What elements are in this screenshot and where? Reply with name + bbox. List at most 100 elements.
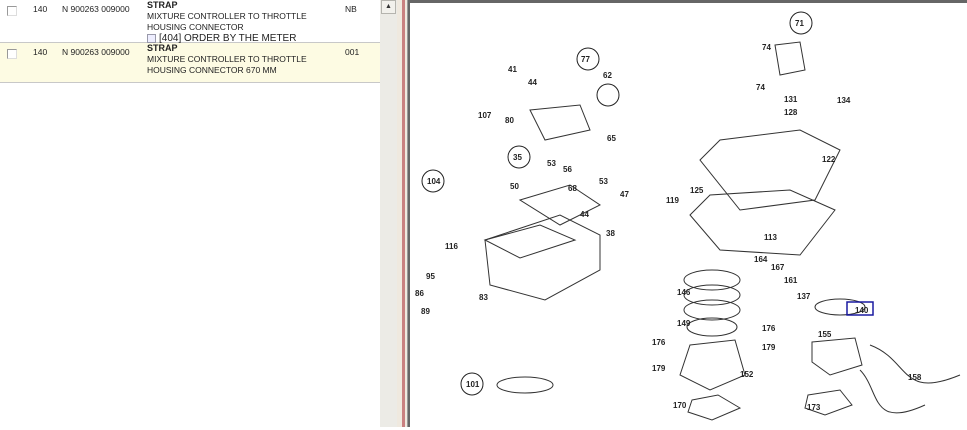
footnote-text: [404] ORDER BY THE METER xyxy=(159,33,297,44)
callout-101[interactable]: 101 xyxy=(466,380,480,389)
desc-line: MIXTURE CONTROLLER TO THROTTLE xyxy=(147,54,307,64)
callout-167[interactable]: 167 xyxy=(771,263,785,272)
callout-170[interactable]: 170 xyxy=(673,401,687,410)
callout-circle xyxy=(421,169,445,193)
desc-line: HOUSING CONNECTOR xyxy=(147,22,244,32)
description: STRAP MIXTURE CONTROLLER TO THROTTLE HOU… xyxy=(147,0,307,44)
part-name: STRAP xyxy=(147,43,178,53)
table-row[interactable]: 140 N 900263 009000 STRAP MIXTURE CONTRO… xyxy=(0,0,380,44)
throttle-155 xyxy=(811,337,863,376)
callout-104[interactable]: 104 xyxy=(427,177,441,186)
callout-47[interactable]: 47 xyxy=(620,190,629,199)
callout-179[interactable]: 179 xyxy=(652,364,666,373)
callout-80[interactable]: 80 xyxy=(505,116,514,125)
intake-opening xyxy=(483,224,577,259)
row-checkbox[interactable] xyxy=(7,6,17,16)
strap-140 xyxy=(814,298,866,316)
position: 140 xyxy=(33,4,48,14)
ring-149 xyxy=(686,317,738,337)
callout-65[interactable]: 65 xyxy=(607,134,616,143)
gasket-170 xyxy=(687,394,742,421)
table-row[interactable]: 140 N 900263 009000 STRAP MIXTURE CONTRO… xyxy=(0,43,380,83)
callout-176[interactable]: 176 xyxy=(762,324,776,333)
callout-86[interactable]: 86 xyxy=(415,289,424,298)
callout-155[interactable]: 155 xyxy=(818,330,832,339)
footnote[interactable]: [404] ORDER BY THE METER xyxy=(147,33,307,44)
callout-50[interactable]: 50 xyxy=(510,182,519,191)
callout-179[interactable]: 179 xyxy=(762,343,776,352)
callout-164[interactable]: 164 xyxy=(754,255,768,264)
callout-152[interactable]: 152 xyxy=(740,370,754,379)
exploded-parts-diagram[interactable]: 71 74 74 131 128 134 122 41 44 77 62 107 80 35 53 56 65 5… xyxy=(410,0,967,427)
bellows-ring xyxy=(683,299,741,321)
quantity: 001 xyxy=(345,47,360,57)
description: STRAP MIXTURE CONTROLLER TO THROTTLE HOU… xyxy=(147,43,307,76)
gasket-122 xyxy=(699,129,841,211)
row-checkbox[interactable] xyxy=(7,49,17,59)
part-number: N 900263 009000 xyxy=(62,4,130,14)
callout-107[interactable]: 107 xyxy=(478,111,492,120)
vertical-scrollbar[interactable]: ▲ xyxy=(380,0,397,427)
cable-158 xyxy=(869,344,961,384)
callout-95[interactable]: 95 xyxy=(426,272,435,281)
callout-122[interactable]: 122 xyxy=(822,155,836,164)
callout-140[interactable]: 140 xyxy=(855,306,869,315)
callout-44[interactable]: 44 xyxy=(528,78,537,87)
callout-161[interactable]: 161 xyxy=(784,276,798,285)
parts-list: 140 N 900263 009000 STRAP MIXTURE CONTRO… xyxy=(0,0,380,427)
callout-128[interactable]: 128 xyxy=(784,108,798,117)
mixture-body xyxy=(518,184,601,226)
sensor-74 xyxy=(774,41,806,76)
gasket-173 xyxy=(804,389,853,416)
callout-116[interactable]: 116 xyxy=(445,242,458,251)
splitter[interactable] xyxy=(397,0,410,427)
callout-134[interactable]: 134 xyxy=(837,96,851,105)
highlight-box xyxy=(846,301,874,316)
callout-38[interactable]: 38 xyxy=(606,229,615,238)
part-number: N 900263 009000 xyxy=(62,47,130,57)
washer-101 xyxy=(496,376,554,394)
callout-131[interactable]: 131 xyxy=(784,95,798,104)
scroll-up-button[interactable]: ▲ xyxy=(381,0,396,14)
callout-149[interactable]: 149 xyxy=(677,319,691,328)
callout-89[interactable]: 89 xyxy=(421,307,430,316)
callout-83[interactable]: 83 xyxy=(479,293,488,302)
cable xyxy=(859,369,926,414)
desc-line: HOUSING CONNECTOR 670 MM xyxy=(147,65,277,75)
distributor xyxy=(529,104,591,141)
callout-53[interactable]: 53 xyxy=(547,159,556,168)
callout-71[interactable]: 71 xyxy=(795,19,804,28)
bellows-ring xyxy=(683,284,741,306)
part-name: STRAP xyxy=(147,0,178,10)
callout-68[interactable]: 68 xyxy=(568,184,577,193)
callout-35[interactable]: 35 xyxy=(513,153,522,162)
callout-56[interactable]: 56 xyxy=(563,165,572,174)
gasket-113 xyxy=(689,189,836,256)
desc-line: MIXTURE CONTROLLER TO THROTTLE xyxy=(147,11,307,21)
callout-44[interactable]: 44 xyxy=(580,210,589,219)
callout-137[interactable]: 137 xyxy=(797,292,811,301)
callout-circle xyxy=(789,11,813,35)
callout-113[interactable]: 113 xyxy=(764,233,777,242)
position: 140 xyxy=(33,47,48,57)
quantity: NB xyxy=(345,4,357,14)
divider xyxy=(402,0,405,427)
divider xyxy=(407,0,410,427)
throttle-152 xyxy=(679,339,746,391)
callout-74[interactable]: 74 xyxy=(756,83,765,92)
callout-53[interactable]: 53 xyxy=(599,177,608,186)
callout-circle xyxy=(460,372,484,396)
callout-173[interactable]: 173 xyxy=(807,403,821,412)
callout-circle xyxy=(576,47,600,71)
callout-119[interactable]: 119 xyxy=(666,196,679,205)
callout-62[interactable]: 62 xyxy=(603,71,612,80)
callout-158[interactable]: 158 xyxy=(908,373,922,382)
callout-146[interactable]: 146 xyxy=(677,288,691,297)
callout-125[interactable]: 125 xyxy=(690,186,704,195)
callout-176[interactable]: 176 xyxy=(652,338,666,347)
callout-74[interactable]: 74 xyxy=(762,43,771,52)
diagram-drawing: 71 74 74 131 128 134 122 41 44 77 62 107 80 35 53 56 65 5… xyxy=(415,11,961,421)
callout-77[interactable]: 77 xyxy=(581,55,590,64)
callout-circle xyxy=(596,83,620,107)
callout-41[interactable]: 41 xyxy=(508,65,517,74)
